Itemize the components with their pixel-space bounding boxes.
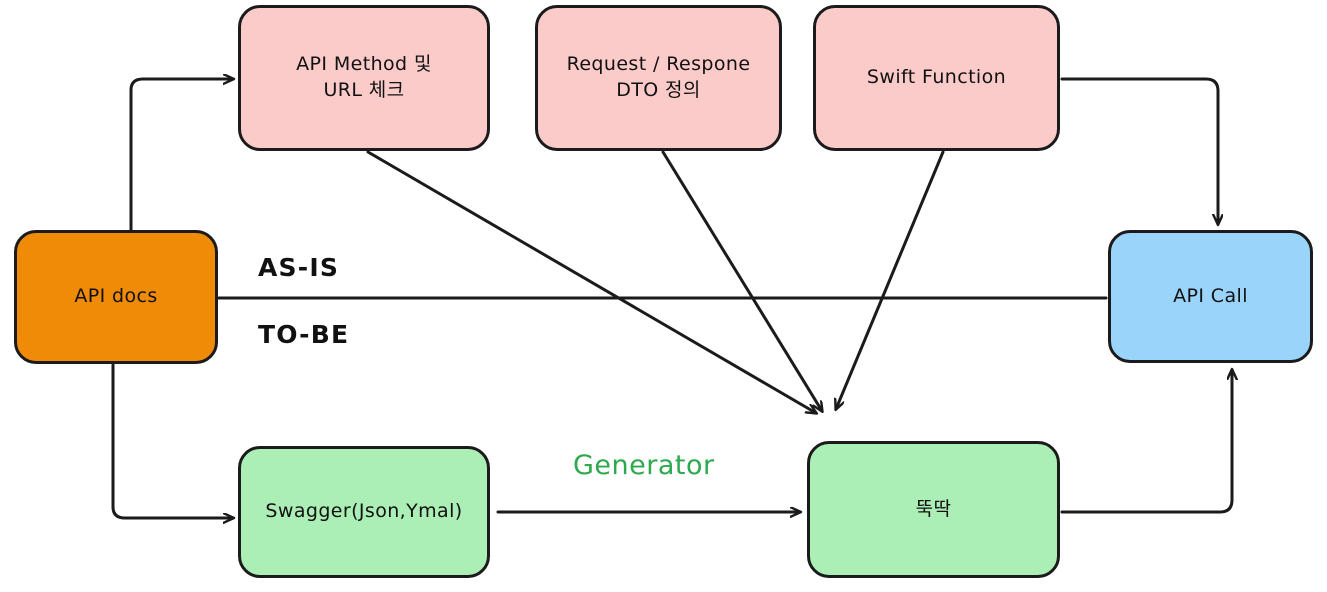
connector-swift-function-to-ddukddak: [836, 150, 945, 409]
connector-request-response-dto-to-ddukddak: [661, 150, 822, 411]
node-api-docs-label: API docs: [74, 285, 158, 308]
edge-label-to-be: TO-BE: [258, 320, 350, 349]
node-swift-function[interactable]: Swift Function: [813, 5, 1060, 151]
node-api-docs[interactable]: API docs: [14, 230, 218, 364]
node-swagger[interactable]: Swagger(Json,Ymal): [238, 446, 490, 578]
connector-ddukddak-to-api-call: [1060, 370, 1232, 514]
node-api-method-url-label: API Method 및 URL 체크: [296, 53, 432, 101]
node-api-call[interactable]: API Call: [1108, 230, 1313, 363]
node-request-response-dto-label: Request / Respone DTO 정의: [566, 53, 751, 101]
node-api-method-url[interactable]: API Method 및 URL 체크: [238, 5, 490, 151]
node-swift-function-label: Swift Function: [866, 66, 1007, 89]
node-ddukddak[interactable]: 뚝딱: [807, 441, 1060, 578]
connector-swift-function-to-api-call: [1060, 77, 1218, 224]
node-api-call-label: API Call: [1173, 284, 1248, 307]
edge-label-generator: Generator: [573, 450, 715, 481]
edge-label-as-is: AS-IS: [258, 253, 340, 282]
node-swagger-label: Swagger(Json,Ymal): [265, 500, 463, 523]
node-ddukddak-label: 뚝딱: [915, 497, 952, 520]
connector-api-docs-to-api-method-url: [129, 79, 233, 233]
node-request-response-dto[interactable]: Request / Respone DTO 정의: [535, 5, 782, 151]
connector-api-docs-to-swagger: [111, 363, 233, 518]
connector-api-method-url-to-ddukddak: [366, 150, 816, 413]
